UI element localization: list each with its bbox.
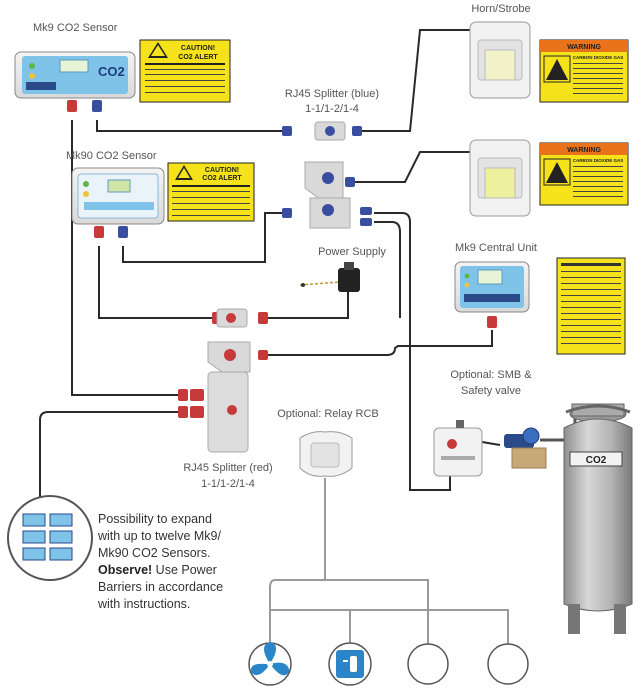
mk90-sensor-connectors — [94, 226, 128, 238]
red-splitter-medium — [207, 341, 268, 373]
cable-to-central — [268, 330, 493, 356]
red-splitter-small — [212, 308, 268, 328]
co2-cylinder: CO2 — [563, 403, 633, 634]
cable-to-power — [268, 292, 349, 319]
smb-unit — [433, 420, 483, 477]
caution-sign-2: CAUTION! CO2 ALERT — [167, 162, 255, 222]
splitter-red-label: RJ45 Splitter (red) — [183, 462, 273, 474]
expansion-sensors-icon — [7, 495, 93, 581]
warning-sign-2-title: WARNING — [567, 147, 601, 154]
relay-output-cables — [269, 478, 509, 645]
horn-strobe-label: Horn/Strobe — [471, 3, 531, 15]
expansion-note: Possibility to expand with up to twelve … — [98, 511, 278, 613]
safety-valve-label: Safety valve — [461, 385, 521, 397]
note-line-3: Mk90 CO2 Sensors. — [98, 546, 211, 560]
mk9-co2-badge: CO2 — [98, 64, 125, 79]
caution-sign-1-sub: CO2 ALERT — [178, 54, 218, 61]
blue-splitter-middle — [304, 161, 355, 199]
relay-output-circle — [407, 643, 449, 685]
relay-rcb — [299, 431, 353, 477]
mk9-central-unit — [454, 261, 530, 328]
cylinder-label: CO2 — [586, 455, 607, 466]
splitter-red-ports-label: 1-1/1-2/1-4 — [201, 478, 255, 490]
safety-valve — [504, 427, 547, 469]
horn-strobe-1 — [469, 21, 531, 99]
mk9-sensor-connectors — [67, 100, 102, 112]
splitter-blue-ports-label: 1-1/1-2/1-4 — [305, 103, 359, 115]
smb-label: Optional: SMB & — [450, 369, 532, 381]
warning-sign-1: WARNING CARBON DIOXIDE GAS — [539, 39, 629, 103]
mk9-co2-sensor: CO2 — [14, 51, 136, 99]
warning-sign-1-title: WARNING — [567, 44, 601, 51]
mk90-co2-sensor — [71, 167, 165, 225]
cable-mk90-red — [98, 246, 212, 319]
central-unit-safety-sheet — [556, 257, 626, 355]
note-line-1: Possibility to expand — [98, 512, 212, 526]
cable-mk9-to-splitter-blue — [96, 120, 282, 132]
power-supply — [301, 262, 360, 292]
caution-sign-1: CAUTION! CO2 ALERT — [139, 39, 231, 103]
blue-splitter-top — [282, 121, 362, 141]
red-splitter-large — [178, 371, 249, 453]
mk90-sensor-label: Mk90 CO2 Sensor — [66, 150, 157, 162]
splitter-blue-label: RJ45 Splitter (blue) — [284, 88, 380, 100]
blue-splitter-lower — [282, 197, 372, 229]
relay-rcb-label: Optional: Relay RCB — [277, 408, 379, 420]
note-line-6: with instructions. — [98, 597, 191, 611]
central-unit-label: Mk9 Central Unit — [455, 242, 537, 254]
cable-splitter-to-horn1 — [362, 29, 478, 132]
cable-expand — [39, 411, 178, 500]
note-line-5: Barriers in accordance — [98, 580, 224, 594]
mk9-sensor-label: Mk9 CO2 Sensor — [33, 22, 118, 34]
note-line-2: with up to twelve Mk9/ — [98, 529, 221, 543]
fan-icon — [248, 642, 292, 686]
power-supply-label: Power Supply — [318, 246, 386, 258]
relay-output-circle — [487, 643, 529, 685]
note-line-4: Use Power — [152, 563, 217, 577]
note-observe: Observe! — [98, 563, 153, 577]
warning-sign-2: WARNING CARBON DIOXIDE GAS — [539, 142, 629, 206]
cable-splitter-to-horn2 — [355, 151, 478, 183]
cable-splitter-to-smb — [374, 212, 451, 491]
power-lead-dashed — [299, 281, 341, 286]
warning-sign-1-sub: CARBON DIOXIDE GAS — [573, 55, 624, 60]
horn-strobe-2 — [469, 139, 531, 217]
fire-extinguisher-icon — [328, 642, 372, 686]
cable-splitter-to-central — [374, 221, 401, 318]
caution-sign-1-title: CAUTION! — [181, 45, 215, 52]
caution-sign-2-title: CAUTION! — [205, 167, 239, 174]
caution-sign-2-sub: CO2 ALERT — [202, 175, 242, 182]
cable-mk90-to-splitter — [122, 212, 282, 263]
warning-sign-2-sub: CARBON DIOXIDE GAS — [573, 158, 624, 163]
